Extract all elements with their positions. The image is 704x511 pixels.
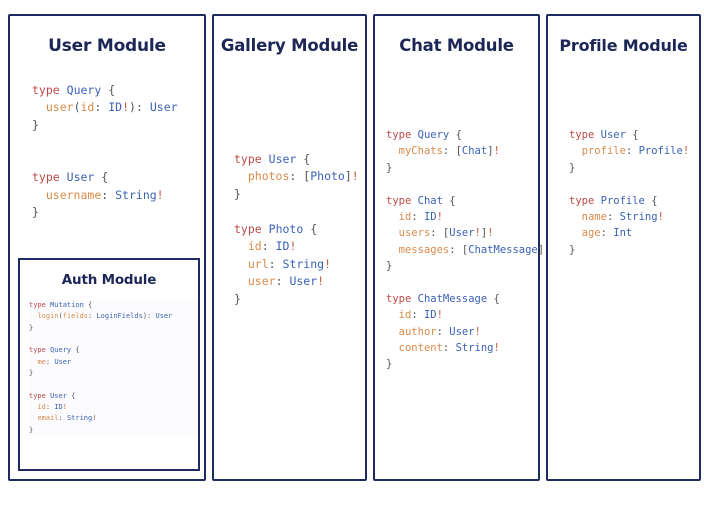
code-line: type User {: [234, 152, 311, 166]
code-blank-line: [386, 274, 538, 290]
code-line: type Photo {: [234, 221, 318, 236]
code-line: url: String!: [247, 256, 331, 271]
code-line: myChats: [Chat]!: [398, 145, 500, 158]
code-line: }: [569, 161, 576, 174]
code-line: age: Int: [581, 227, 633, 240]
code-block-auth-module: type Mutation { login(fields: LoginField…: [29, 300, 198, 436]
code-line: photos: [Photo]!: [247, 169, 359, 184]
code-line: id: ID!: [247, 239, 297, 254]
code-line: }: [386, 358, 393, 371]
code-line: username: String!: [45, 187, 164, 202]
code-blank-line: [29, 379, 198, 390]
code-line: author: User!: [398, 325, 481, 338]
panel-title-user-module: User Module: [48, 36, 166, 56]
code-line: type Mutation {: [29, 301, 93, 309]
code-line: }: [29, 323, 34, 332]
code-line: email: String!: [37, 414, 97, 423]
code-line: type Query {: [29, 346, 80, 355]
code-line: }: [32, 205, 39, 220]
panel-gallery-module[interactable]: Gallery Module type User { photos: [Phot…: [212, 14, 367, 481]
code-line: type User {: [29, 391, 76, 400]
code-line: type User {: [32, 170, 109, 185]
code-line: users: [User!]!: [398, 227, 494, 240]
code-line: type ChatMessage {: [386, 292, 500, 305]
code-line: type Query {: [32, 83, 116, 97]
code-blank-line: [29, 334, 198, 345]
panel-title-chat-module: Chat Module: [399, 36, 514, 55]
code-line: name: String!: [581, 210, 664, 223]
code-line: }: [569, 243, 576, 256]
code-line: type Chat {: [386, 194, 456, 207]
code-line: content: String!: [398, 341, 500, 354]
code-line: id: ID!: [37, 402, 67, 411]
code-block-profile-module: type User { profile: Profile!} type Prof…: [569, 127, 699, 258]
panel-profile-module[interactable]: Profile Module type User { profile: Prof…: [546, 14, 701, 481]
code-line: profile: Profile!: [581, 145, 690, 158]
code-block-gallery-module: type User { photos: [Photo]!} type Photo…: [234, 151, 365, 308]
panel-chat-module[interactable]: Chat Module type Query { myChats: [Chat]…: [373, 14, 551, 481]
code-line: }: [234, 291, 241, 306]
code-line: }: [386, 260, 393, 272]
code-line: user: User!: [247, 274, 325, 289]
code-blank-line: [569, 176, 699, 192]
code-blank-line: [32, 152, 204, 169]
code-line: type Query {: [386, 129, 462, 141]
code-line: messages: [ChatMessage]!: [398, 243, 551, 256]
panel-title-profile-module: Profile Module: [559, 36, 688, 55]
code-blank-line: [386, 176, 538, 192]
code-line: }: [234, 186, 241, 201]
code-blank-line: [234, 203, 365, 220]
code-line: id: ID!: [398, 309, 443, 322]
code-line: id: ID!: [398, 210, 443, 223]
code-block-chat-module: type Query { myChats: [Chat]!} type Chat…: [386, 127, 551, 373]
code-line: type User {: [569, 129, 639, 141]
panel-title-gallery-module: Gallery Module: [220, 36, 359, 55]
code-block-user-module: type Query { user(id: ID!): User} type U…: [32, 82, 204, 222]
code-line: }: [29, 368, 34, 377]
code-blank-line: [32, 134, 204, 151]
panel-user-module[interactable]: User Module type Query { user(id: ID!): …: [8, 14, 206, 481]
panel-auth-module[interactable]: Auth Module type Mutation { login(fields…: [18, 258, 200, 471]
code-line: me: User: [37, 357, 72, 366]
code-line: login(fields: LoginFields): User: [37, 312, 173, 321]
panel-title-auth-module: Auth Module: [61, 272, 157, 288]
code-line: user(id: ID!): User: [45, 100, 178, 115]
code-line: }: [32, 117, 39, 132]
code-line: }: [29, 425, 34, 434]
code-line: }: [386, 161, 393, 174]
code-line: type Profile {: [569, 194, 658, 207]
